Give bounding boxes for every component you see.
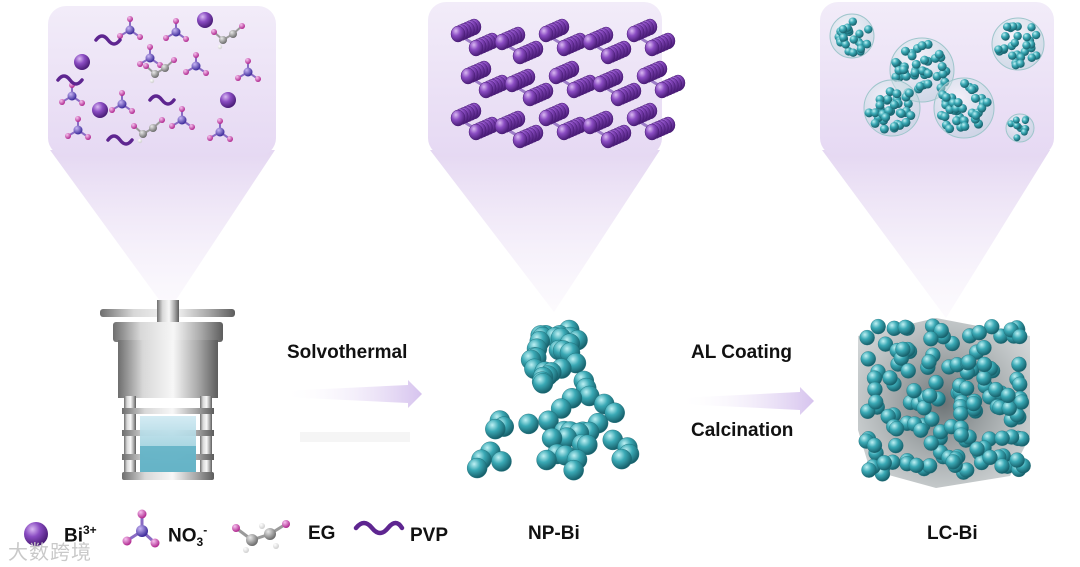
step-calcination: Calcination xyxy=(691,420,794,441)
nitrate-icon xyxy=(122,509,160,548)
autoclave-icon xyxy=(100,300,235,480)
carbon-coated-clusters xyxy=(829,13,1045,143)
callout-cone-1 xyxy=(50,150,275,312)
legend-bi: Bi3+ xyxy=(64,523,97,547)
lc-bi-particles xyxy=(858,318,1031,482)
callout-np-bi xyxy=(428,2,686,312)
arrow-solvothermal xyxy=(282,380,422,442)
label-np-bi: NP-Bi xyxy=(528,523,580,544)
legend-no3-sub: 3 xyxy=(196,535,204,550)
label-lc-bi: LC-Bi xyxy=(927,523,978,544)
legend-no3-sup: - xyxy=(203,523,208,537)
callout-cone-2 xyxy=(430,150,660,312)
legend-icons xyxy=(24,509,405,553)
legend-pvp: PVP xyxy=(410,525,449,546)
legend-bi-sup: 3+ xyxy=(83,523,97,537)
lc-bi-composite xyxy=(858,318,1031,488)
legend-bi-text: Bi xyxy=(64,525,83,547)
pvp-icon xyxy=(353,520,405,536)
step-al-coating: AL Coating xyxy=(691,342,792,363)
bi-ion-icon xyxy=(24,522,48,546)
legend-eg: EG xyxy=(308,523,336,544)
callout-cone-3 xyxy=(822,150,1050,318)
legend-no3: NO3- xyxy=(168,523,207,549)
step-solvothermal: Solvothermal xyxy=(287,342,408,363)
callout-precursors xyxy=(48,6,276,312)
callout-lc-bi xyxy=(820,2,1054,318)
precursor-molecules xyxy=(56,12,261,146)
bi-crystal-lattice xyxy=(450,18,686,149)
ethylene-glycol-icon xyxy=(232,520,290,553)
arrow-coating xyxy=(678,387,814,415)
watermark: 大数跨境 xyxy=(8,540,92,564)
np-bi-particles xyxy=(466,319,640,481)
legend-no3-text: NO xyxy=(168,525,197,547)
